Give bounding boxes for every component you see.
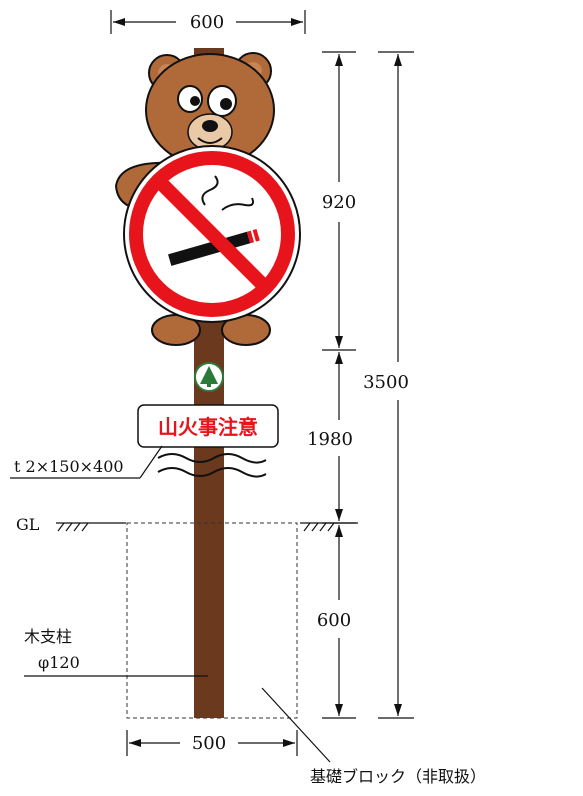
foundation-block [126, 522, 298, 719]
cigarette-icon [168, 229, 260, 266]
total-height-dimension: 3500 [363, 51, 414, 719]
foundation-callout: 基礎ブロック（非取扱） [261, 687, 486, 786]
forest-emblem [194, 362, 224, 392]
ground-level-label: GL [16, 515, 40, 534]
plate-spec-label: t 2×150×400 [14, 457, 124, 476]
plate-spec-callout: t 2×150×400 [10, 445, 163, 479]
top-width-dimension: 600 [110, 10, 306, 34]
post-material-line1: 木支柱 [24, 627, 72, 646]
prohibition-slash [155, 177, 269, 291]
post-height-value: 1980 [307, 429, 353, 450]
break-marks [157, 453, 267, 478]
vertical-dimension-chain: 920 1980 600 [307, 51, 356, 719]
smoke-icon [201, 175, 255, 211]
buried-depth-value: 600 [317, 610, 351, 631]
sign-height-value: 920 [322, 192, 356, 213]
base-width-dimension: 500 [126, 730, 298, 756]
base-width-value: 500 [192, 733, 226, 754]
top-width-value: 600 [190, 12, 224, 33]
ground-level: GL [16, 515, 358, 534]
caution-plate: 山火事注意 [137, 404, 279, 448]
bear-character [114, 52, 275, 346]
post-material-callout: 木支柱 φ120 [24, 627, 208, 677]
post-material-line2: φ120 [38, 653, 80, 672]
caution-plate-text: 山火事注意 [158, 415, 258, 439]
foundation-label: 基礎ブロック（非取扱） [310, 767, 486, 786]
no-smoking-sign [123, 145, 301, 323]
total-height-value: 3500 [363, 372, 409, 393]
